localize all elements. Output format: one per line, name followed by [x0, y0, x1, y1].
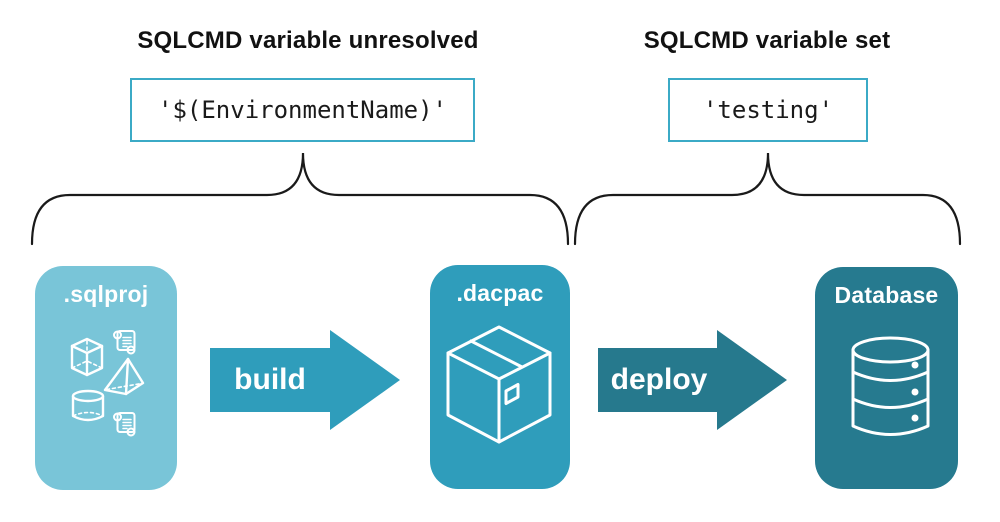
left-brace-icon [30, 152, 570, 246]
sqlproj-icons [70, 330, 145, 437]
unresolved-title: SQLCMD variable unresolved [137, 27, 479, 54]
sqlproj-card: .sqlproj [35, 266, 177, 490]
dacpac-card-label: .dacpac [456, 280, 544, 306]
dacpac-card: .dacpac [430, 265, 570, 489]
script-scroll-icon [113, 330, 136, 355]
unresolved-code-box: '$(EnvironmentName)' [130, 78, 475, 142]
deploy-arrow-label: deploy [610, 363, 708, 396]
package-box-icon [446, 325, 552, 444]
cube-icon [70, 337, 104, 377]
pyramid-icon [103, 357, 145, 396]
sqlproj-card-label: .sqlproj [63, 281, 149, 307]
database-card-label: Database [834, 282, 939, 308]
deploy-arrow [598, 330, 787, 430]
cylinder-icon [71, 389, 105, 422]
database-cylinder-icon [851, 336, 930, 436]
unresolved-code-value: '$(EnvironmentName)' [158, 96, 447, 124]
set-code-value: 'testing' [702, 96, 834, 124]
set-code-box: 'testing' [668, 78, 868, 142]
database-card: Database [815, 267, 958, 489]
set-title: SQLCMD variable set [643, 27, 891, 54]
script-scroll-icon [113, 412, 136, 437]
build-arrow [210, 330, 400, 430]
right-brace-icon [573, 152, 962, 246]
build-arrow-label: build [234, 363, 306, 396]
